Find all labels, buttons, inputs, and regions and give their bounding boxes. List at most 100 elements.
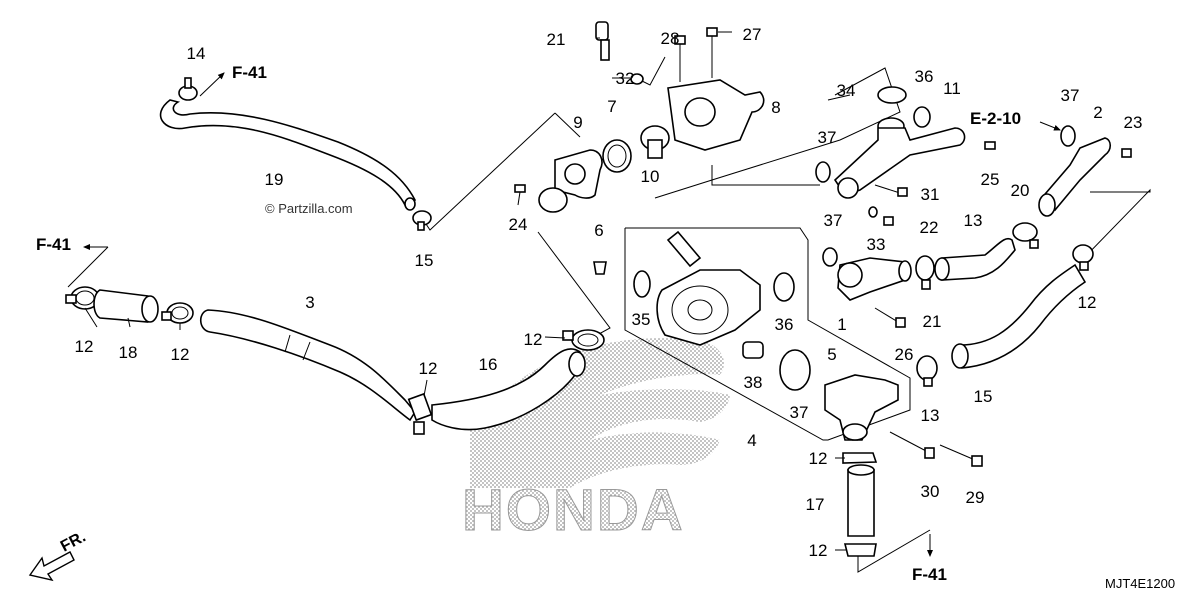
front-direction-indicator: FR. xyxy=(28,528,89,582)
reference-f41-top[interactable]: F-41 xyxy=(199,63,267,97)
bolt-29[interactable] xyxy=(674,35,686,45)
reference-f41-bottom[interactable]: F-41 xyxy=(912,534,947,584)
thermostat-10[interactable] xyxy=(640,125,670,159)
reference-f41-bottom-label[interactable]: F-41 xyxy=(912,565,947,584)
o-ring-35[interactable] xyxy=(877,86,907,104)
hose-20[interactable] xyxy=(159,99,417,211)
plug-34[interactable] xyxy=(868,206,878,218)
hose-16[interactable] xyxy=(951,263,1087,369)
frame-line-35 xyxy=(654,67,901,199)
reference-e210-label[interactable]: E-2-10 xyxy=(970,109,1021,128)
o-ring-37-c[interactable] xyxy=(822,247,838,267)
hose-14[interactable] xyxy=(934,237,1016,281)
callout-10: 10 xyxy=(641,167,660,186)
reference-f41-left[interactable]: F-41 xyxy=(36,235,108,254)
hose-17[interactable] xyxy=(431,348,586,431)
clamp-12-upper[interactable] xyxy=(562,329,605,351)
o-ring-36-left[interactable] xyxy=(633,270,651,298)
collar-39[interactable] xyxy=(742,341,764,359)
callout-25: 25 xyxy=(981,170,1000,189)
joint-1[interactable] xyxy=(837,257,912,301)
frame-line-13 xyxy=(1081,188,1151,261)
honda-wing-logo: HONDA xyxy=(462,338,730,544)
bolt-27[interactable] xyxy=(874,307,906,328)
callout-32: 32 xyxy=(616,69,635,88)
o-ring-37-d[interactable] xyxy=(1060,125,1076,147)
callout-3: 3 xyxy=(305,293,314,312)
thermostat-housing-8[interactable] xyxy=(667,32,765,151)
hose-18[interactable] xyxy=(847,464,875,537)
pump-assembly-frame xyxy=(624,227,911,441)
callout-11: 11 xyxy=(943,79,961,98)
pipe-2[interactable] xyxy=(1038,137,1112,217)
callout-8: 8 xyxy=(771,98,780,117)
pipe-11[interactable] xyxy=(833,117,966,199)
seal-7[interactable] xyxy=(602,139,632,173)
frame-line-15 xyxy=(419,112,556,231)
hose-19[interactable] xyxy=(93,289,159,323)
o-ring-38[interactable] xyxy=(779,349,811,391)
water-pump-4[interactable] xyxy=(656,230,761,346)
diagram-code: MJT4E1200 xyxy=(1105,576,1175,591)
bolt-32[interactable] xyxy=(874,184,908,197)
clamp-15-bottom[interactable] xyxy=(412,210,432,231)
callout-4: 4 xyxy=(747,431,756,450)
callout-21: 21 xyxy=(547,30,566,49)
bolt-26[interactable] xyxy=(984,141,996,150)
reference-f41-left-label[interactable]: F-41 xyxy=(36,235,71,254)
callout-13: 13 xyxy=(964,211,983,230)
bolt-28[interactable] xyxy=(706,27,718,37)
joint-5[interactable] xyxy=(824,374,899,441)
o-ring-37-b[interactable] xyxy=(815,161,831,183)
callout-37: 37 xyxy=(1061,86,1080,105)
sensor-22[interactable] xyxy=(595,21,610,61)
clamp-12-lower[interactable] xyxy=(407,392,433,435)
clamp-13-upper[interactable] xyxy=(1072,244,1094,271)
clamp-13-lower[interactable] xyxy=(916,355,938,387)
clamp-12-mid[interactable] xyxy=(161,302,194,324)
clamp-12-lower-bottom[interactable] xyxy=(843,543,877,557)
callout-12: 12 xyxy=(1078,293,1097,312)
clamp-12-lower-top[interactable] xyxy=(842,452,878,464)
clamp-21-lower[interactable] xyxy=(915,255,935,290)
callout-18: 18 xyxy=(119,343,138,362)
callout-29: 29 xyxy=(966,488,985,507)
callout-9: 9 xyxy=(573,113,582,132)
thermostat-cover-9[interactable] xyxy=(538,149,603,213)
clamp-15-top[interactable] xyxy=(178,77,198,101)
callout-19: 19 xyxy=(265,170,284,189)
callout-28: 28 xyxy=(661,29,680,48)
bolt-24[interactable] xyxy=(1121,148,1132,158)
callout-20: 20 xyxy=(1011,181,1030,200)
bolt-25[interactable] xyxy=(514,184,526,206)
honda-brand-text: HONDA xyxy=(462,478,685,543)
callout-12: 12 xyxy=(419,359,438,378)
clamp-21-upper[interactable] xyxy=(1012,222,1039,249)
reference-f41-top-label[interactable]: F-41 xyxy=(232,63,267,82)
bolt-23[interactable] xyxy=(883,216,894,226)
bolt-30[interactable] xyxy=(939,444,983,467)
callout-26: 26 xyxy=(895,345,914,364)
frame-line-9 xyxy=(537,231,611,341)
callout-12: 12 xyxy=(75,337,94,356)
o-ring-37-a[interactable] xyxy=(913,106,931,128)
callout-31: 31 xyxy=(921,185,940,204)
clip-6[interactable] xyxy=(593,261,607,275)
callout-36: 36 xyxy=(915,67,934,86)
bolt-31[interactable] xyxy=(889,431,935,459)
callout-37: 37 xyxy=(790,403,809,422)
o-ring-36-right[interactable] xyxy=(773,272,795,302)
hose-3[interactable] xyxy=(199,309,416,422)
frame-line-9b xyxy=(554,112,581,138)
callout-34: 34 xyxy=(837,81,856,100)
washer-33[interactable] xyxy=(630,73,644,85)
reference-e210[interactable]: E-2-10 xyxy=(970,109,1061,131)
front-arrow-icon xyxy=(28,551,75,582)
callout-7: 7 xyxy=(607,97,616,116)
callout-6: 6 xyxy=(594,221,603,240)
frame-line-33 xyxy=(639,56,666,86)
callout-14: 14 xyxy=(187,44,206,63)
callout-37: 37 xyxy=(818,128,837,147)
frame-line-8 xyxy=(711,165,820,186)
